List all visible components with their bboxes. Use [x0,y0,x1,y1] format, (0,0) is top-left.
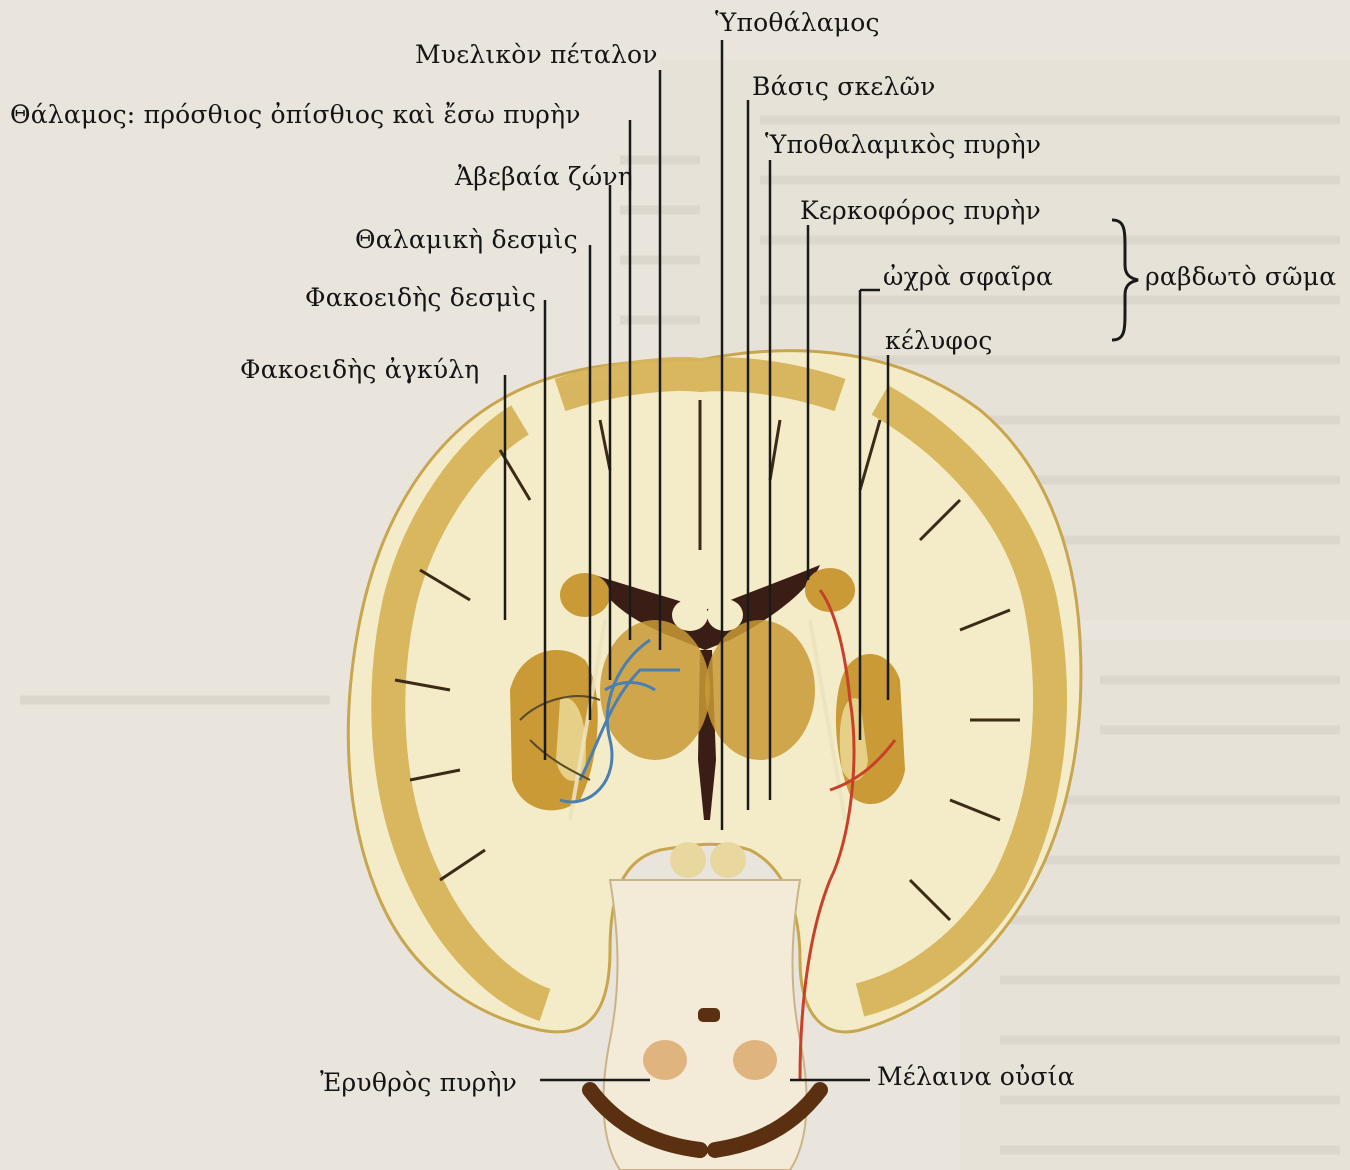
label-erythros-pyrin: Ἐρυθρὸς πυρὴν [320,1068,517,1097]
label-fakoeidis-desmis: Φακοειδὴς δεσμὶς [305,283,536,312]
label-kelyfos: κέλυφος [885,326,993,355]
label-thalamiki-desmis: Θαλαμικὴ δεσμὶς [355,225,578,254]
label-ravdoto-soma: ραβδωτὸ σῶμα [1145,262,1336,291]
caudate-nucleus [560,573,610,617]
label-thalamos: Θάλαμος: πρόσθιος ὀπίσθιος καὶ ἔσω πυρὴν [10,100,581,129]
label-fakoeidis-agkyli: Φακοειδὴς ἀγκύλη [240,355,479,384]
label-ypothalamikos-pyrin: Ὑποθαλαμικὸς πυρὴν [765,130,1041,159]
label-vasis-skelon: Βάσις σκελῶν [752,72,936,101]
label-kerkoforos-pyrin: Κερκοφόρος πυρὴν [800,196,1041,225]
label-melaina-ousia: Μέλαινα οὐσία [877,1062,1075,1091]
red-nucleus [643,1040,687,1080]
mammillary-bodies [670,842,706,878]
label-ochra-sfaira: ὠχρὰ σφαῖρα [883,262,1053,291]
label-aveveia-zoni: Ἀβεβαία ζώνη [455,162,633,191]
label-myelikon-petalon: Μυελικὸν πέταλον [415,40,658,69]
label-ypothalamos: Ὑποθάλαμος [715,8,880,37]
